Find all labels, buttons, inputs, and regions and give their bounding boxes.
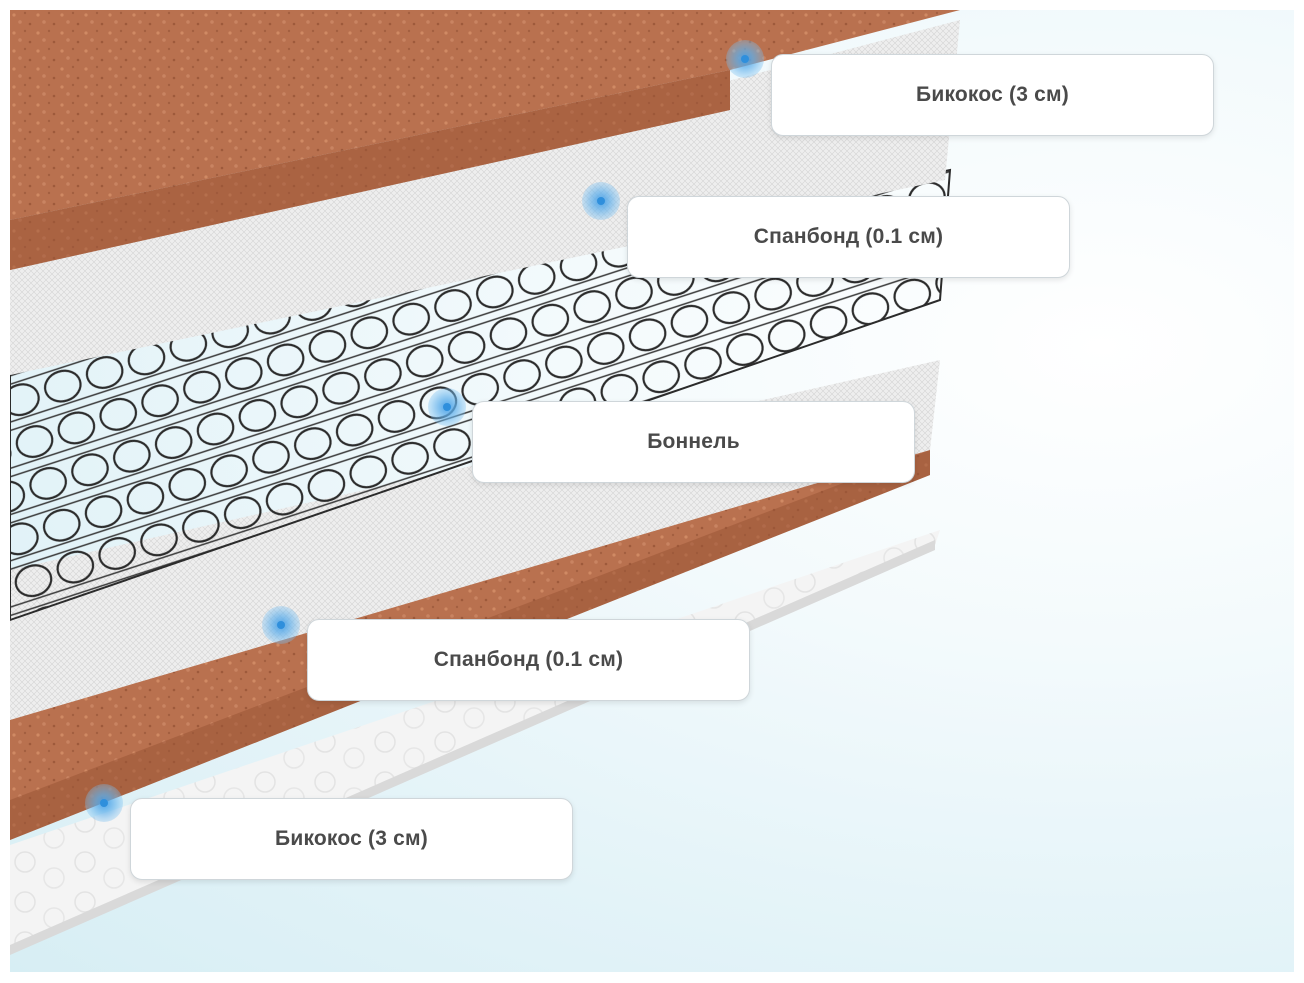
layer-3-marker <box>428 388 466 426</box>
layer-2-label-box: Спанбонд (0.1 см) <box>627 196 1070 278</box>
layer-3-label-box: Боннель <box>472 401 915 483</box>
top-coconut-layer <box>10 10 960 270</box>
mattress-diagram: Бикокос (3 см) Спанбонд (0.1 см) Боннель… <box>10 10 1294 972</box>
layer-4-label: Спанбонд (0.1 см) <box>433 648 624 671</box>
layer-2-label: Спанбонд (0.1 см) <box>753 225 944 248</box>
layer-2-marker <box>582 182 620 220</box>
layer-5-marker <box>85 784 123 822</box>
layer-1-label-box: Бикокос (3 см) <box>771 54 1214 136</box>
layer-5-label-box: Бикокос (3 см) <box>130 798 573 880</box>
layer-4-marker <box>262 606 300 644</box>
layer-5-label: Бикокос (3 см) <box>275 827 428 850</box>
layer-1-marker <box>726 40 764 78</box>
layer-1-label: Бикокос (3 см) <box>916 83 1069 106</box>
layer-3-label: Боннель <box>647 430 740 453</box>
layer-4-label-box: Спанбонд (0.1 см) <box>307 619 750 701</box>
